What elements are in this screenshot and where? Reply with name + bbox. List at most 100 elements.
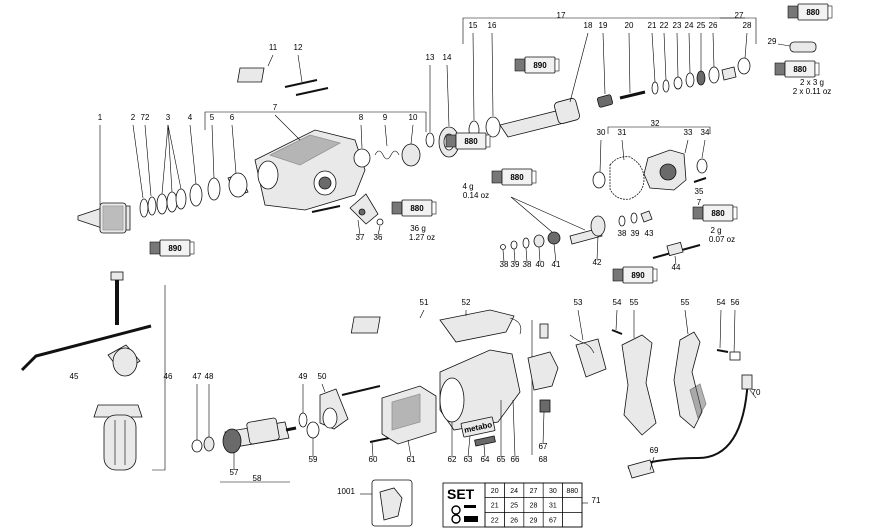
part-label-11: 11: [269, 43, 278, 52]
pin-parts-29: [777, 41, 817, 53]
grease-tube-890: 890: [612, 266, 658, 284]
grease-tube-890: 890: [514, 56, 560, 74]
part-label-46: 46: [164, 372, 173, 381]
grease-tube-label: 880: [793, 65, 807, 74]
part-label-15: 15: [469, 21, 478, 30]
part-label-67: 67: [539, 442, 548, 451]
part-label-37: 37: [356, 233, 365, 242]
set-table-cell: 880: [566, 488, 578, 495]
grease-quantity-note: 2 x 0.11 oz: [793, 87, 832, 96]
part-drawings: metabo: [20, 17, 817, 527]
part-label-16: 16: [488, 21, 497, 30]
chuck-part-1: [77, 125, 131, 234]
part-label-54: 54: [613, 298, 622, 307]
part-label-8: 8: [359, 113, 364, 122]
set-table-cell: 28: [530, 503, 538, 510]
part-label-5: 5: [210, 113, 215, 122]
part-label-3: 3: [166, 113, 171, 122]
part-label-52: 52: [462, 298, 471, 307]
part-label-4: 4: [188, 113, 193, 122]
part-label-21: 21: [648, 21, 657, 30]
switch-part-53: [569, 309, 607, 378]
side-handle-46: [93, 344, 143, 471]
part-label-38: 38: [618, 229, 627, 238]
cable-parts-56-70: [627, 351, 757, 479]
set-table-cell: 25: [510, 503, 518, 510]
screw-part-35: [693, 177, 707, 183]
set-table-cell: 29: [530, 517, 538, 524]
part-label-20: 20: [625, 21, 634, 30]
part-label-9: 9: [383, 113, 388, 122]
grease-tube-label: 880: [806, 8, 820, 17]
part-label-41: 41: [552, 260, 561, 269]
grease-tube-label: 880: [510, 173, 524, 182]
part-label-72: 72: [141, 113, 150, 122]
top-cover-52: [439, 309, 522, 343]
part-label-50: 50: [318, 372, 327, 381]
part-label-55: 55: [630, 298, 639, 307]
kit-part-1001: [360, 479, 413, 527]
part-label-70: 70: [752, 388, 761, 397]
grease-tube-label: 890: [631, 271, 645, 280]
part-label-32: 32: [651, 119, 660, 128]
part-label-14: 14: [443, 53, 452, 62]
set-table-cell: 27: [530, 488, 538, 495]
part-label-28: 28: [743, 21, 752, 30]
part-label-48: 48: [205, 372, 214, 381]
part-label-36: 36: [374, 233, 383, 242]
armature-57-58: [222, 417, 297, 470]
part-label-66: 66: [511, 455, 520, 464]
part-label-22: 22: [660, 21, 669, 30]
grease-quantity-note: 0.07 oz: [709, 235, 735, 244]
part-label-29: 29: [768, 37, 777, 46]
part-label-61: 61: [407, 455, 416, 464]
set-table-cell: 26: [510, 517, 518, 524]
part-label-1: 1: [98, 113, 103, 122]
part-label-39: 39: [511, 260, 520, 269]
part-label-49: 49: [299, 372, 308, 381]
grease-quantity-note: 4 g: [462, 182, 473, 191]
gear-housing-7: [254, 114, 366, 211]
part-label-7: 7: [273, 103, 278, 112]
part-label-69: 69: [650, 446, 659, 455]
parts-36-37: [311, 193, 384, 236]
set-table-cell: 67: [549, 517, 557, 524]
part-label-57: 57: [230, 468, 239, 477]
part-label-51: 51: [420, 298, 429, 307]
part-label-39: 39: [631, 229, 640, 238]
grease-quantity-note: 1.27 oz: [409, 233, 435, 242]
grease-tube-label: 880: [410, 204, 424, 213]
grease-quantity-note: 36 g: [410, 224, 426, 233]
part-label-18: 18: [584, 21, 593, 30]
stator-field-61: [381, 385, 437, 458]
part-label-63: 63: [464, 455, 473, 464]
depth-rod-45: [20, 271, 152, 372]
hardware-parts-20-28: [619, 32, 751, 100]
part-label-65: 65: [497, 455, 506, 464]
grease-quantity-note: 0.14 oz: [463, 191, 489, 200]
grease-tube-880: 880: [692, 204, 738, 222]
set-title: SET: [447, 486, 475, 502]
part-label-64: 64: [481, 455, 490, 464]
brush-part-44: [652, 241, 701, 266]
set-table-cell: 30: [549, 488, 557, 495]
part-label-23: 23: [673, 21, 682, 30]
part-label-68: 68: [539, 455, 548, 464]
part-label-25: 25: [697, 21, 706, 30]
motor-bearing-assembly-30-34: [592, 139, 708, 200]
washer-icon: [451, 505, 461, 515]
set-table-cell: 20: [491, 488, 499, 495]
grease-tube-label: 890: [533, 61, 547, 70]
grease-quantity-note: 2 g: [710, 226, 721, 235]
part-label-38: 38: [523, 260, 532, 269]
set-table-cell: 22: [491, 517, 499, 524]
label-card-51: [350, 309, 425, 334]
part-label-33: 33: [684, 128, 693, 137]
part-label-1001: 1001: [337, 487, 355, 496]
spring-parts-8-10: [353, 124, 421, 168]
part-label-53: 53: [574, 298, 583, 307]
